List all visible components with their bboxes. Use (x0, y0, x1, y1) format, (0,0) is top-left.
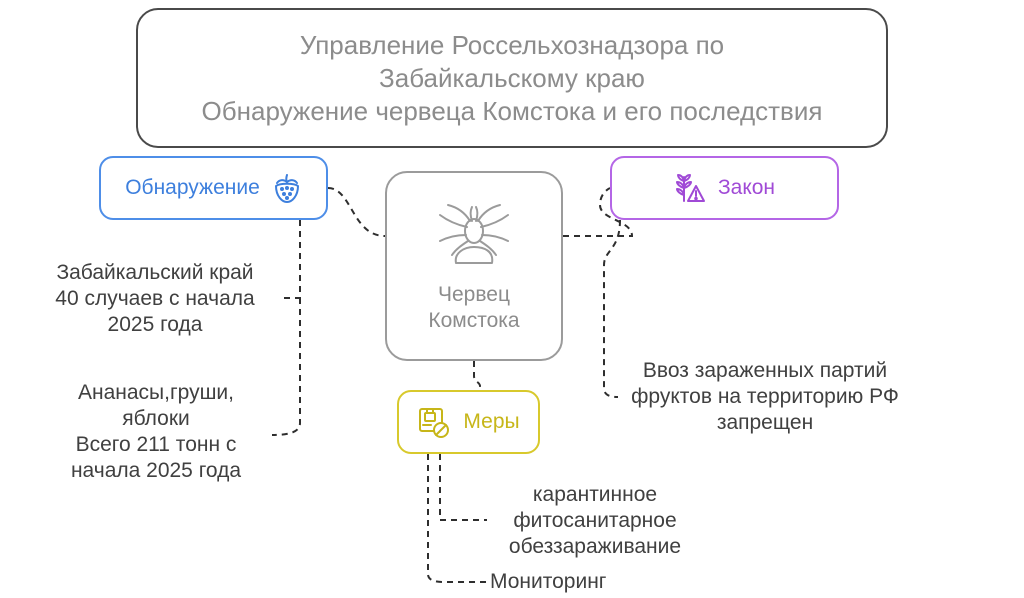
wheat-warning-icon (674, 173, 706, 203)
measures-item-1-line-3: обеззараживание (508, 535, 682, 558)
detection-item-2-line-3: Всего 211 тонн с (75, 433, 237, 456)
connector-measures-item-1 (439, 454, 487, 521)
detection-item-2-line-4: начала 2025 года (70, 459, 242, 482)
connector-law-item-1 (603, 219, 621, 398)
measures-item-disinfection: карантинное фитосанитарное обеззараживан… (490, 482, 700, 560)
title-line-3: Обнаружение червеца Комстока и его после… (201, 95, 823, 126)
detection-item-products: Ананасы,груши, яблоки Всего 211 тонн с н… (40, 380, 272, 484)
law-item-1-line-2: фруктов на территорию РФ (631, 385, 899, 408)
title-line-1: Управление Россельхознадзора по (299, 29, 725, 60)
detection-item-region: Забайкальский край 40 случаев с начала 2… (24, 260, 286, 338)
detection-item-1-line-1: Забайкальский край (56, 261, 254, 284)
connector-law-center (563, 187, 634, 237)
detection-label: Обнаружение (125, 176, 260, 199)
measures-item-monitoring: Мониторинг (490, 569, 640, 595)
detection-item-1-line-2: 40 случаев с начала (55, 287, 255, 310)
detection-item-2-line-1: Ананасы,груши, (77, 381, 234, 404)
title-box: Управление Россельхознадзора по Забайкал… (136, 8, 888, 148)
detection-item-1-line-3: 2025 года (107, 313, 203, 336)
detection-node: Обнаружение (99, 156, 328, 220)
law-item-1-line-1: Ввоз зараженных партий (642, 359, 888, 382)
connector-detection-center (327, 187, 386, 237)
detection-item-2-line-2: яблоки (122, 407, 190, 430)
mealybug-icon (434, 199, 514, 272)
law-item-1-line-3: запрещен (716, 411, 814, 434)
title-line-2: Забайкальскому краю (379, 62, 645, 93)
center-node-mealybug: Червец Комстока (385, 171, 563, 361)
measures-item-1-line-1: карантинное (532, 483, 658, 506)
measures-item-2-line-1: Мониторинг (490, 570, 607, 593)
law-item-import-ban: Ввоз зараженных партий фруктов на террит… (620, 358, 910, 436)
measures-item-1-line-2: фитосанитарное (513, 509, 677, 532)
measures-label: Меры (463, 410, 520, 433)
connector-measures-item-2 (427, 454, 487, 583)
connector-detection-item-1 (284, 220, 301, 299)
law-label: Закон (717, 176, 776, 199)
strawberry-icon (272, 172, 302, 204)
center-label-line-2: Комстока (428, 309, 520, 332)
connector-center-measures (473, 361, 481, 390)
center-label-line-1: Червец (438, 283, 510, 306)
quarantine-measures-icon (417, 405, 451, 439)
measures-node: Меры (397, 390, 540, 454)
connector-detection-item-2 (271, 298, 301, 436)
law-node: Закон (610, 156, 839, 220)
